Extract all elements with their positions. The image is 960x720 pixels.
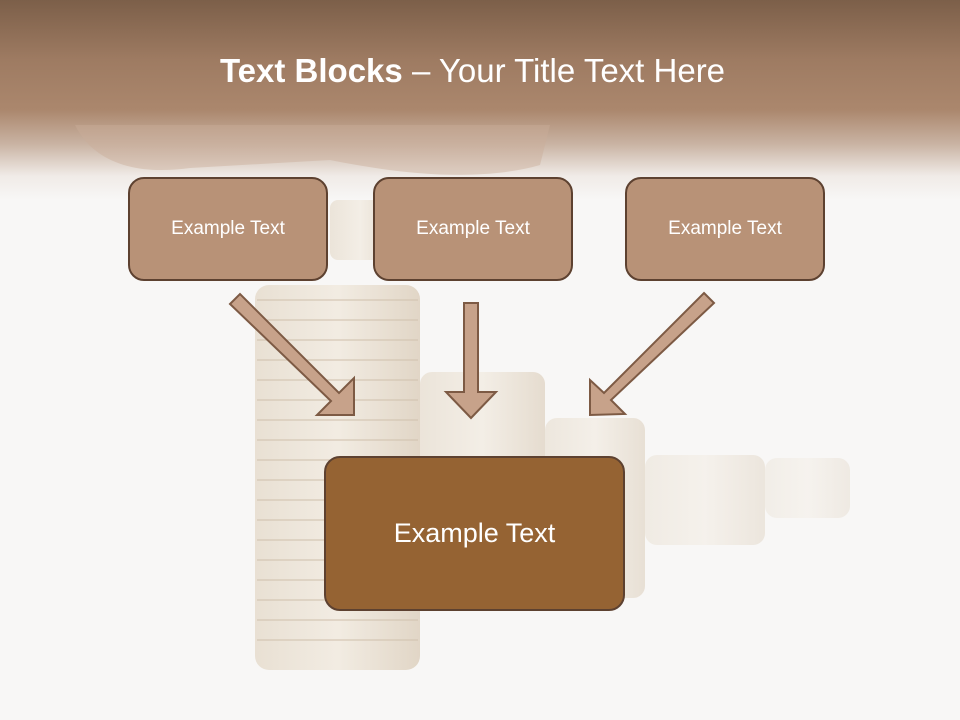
text-box-top-center[interactable]: Example Text <box>373 177 573 281</box>
title-rest: Your Title Text Here <box>438 52 726 89</box>
text-box-bottom[interactable]: Example Text <box>324 456 625 611</box>
slide-title: Text Blocks – Your Title Text Here <box>0 52 945 90</box>
header-band <box>0 0 960 200</box>
text-box-top-right[interactable]: Example Text <box>625 177 825 281</box>
arrow-left-icon <box>228 292 355 416</box>
title-bold: Text Blocks <box>219 52 403 89</box>
text-box-bottom-label: Example Text <box>393 518 556 548</box>
text-box-top-left-label: Example Text <box>171 218 285 239</box>
arrow-down-icon <box>443 302 499 420</box>
text-box-top-center-label: Example Text <box>416 218 530 239</box>
text-box-top-right-label: Example Text <box>668 218 782 239</box>
text-box-top-left[interactable]: Example Text <box>128 177 328 281</box>
arrow-right-icon <box>589 291 716 417</box>
title-separator: – <box>411 52 431 89</box>
